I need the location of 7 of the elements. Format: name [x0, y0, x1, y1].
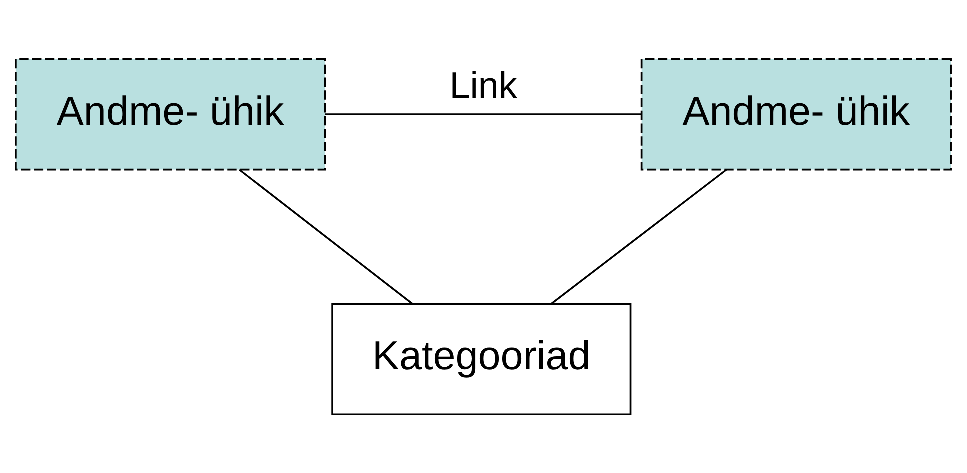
node-box: Andme- ühik — [15, 58, 326, 170]
node-box: Kategooriad — [332, 302, 632, 416]
node-box: Andme- ühik — [640, 58, 952, 170]
connector — [551, 168, 728, 304]
edge-label: Link — [450, 64, 518, 106]
connector — [325, 113, 642, 115]
connector — [239, 168, 413, 304]
